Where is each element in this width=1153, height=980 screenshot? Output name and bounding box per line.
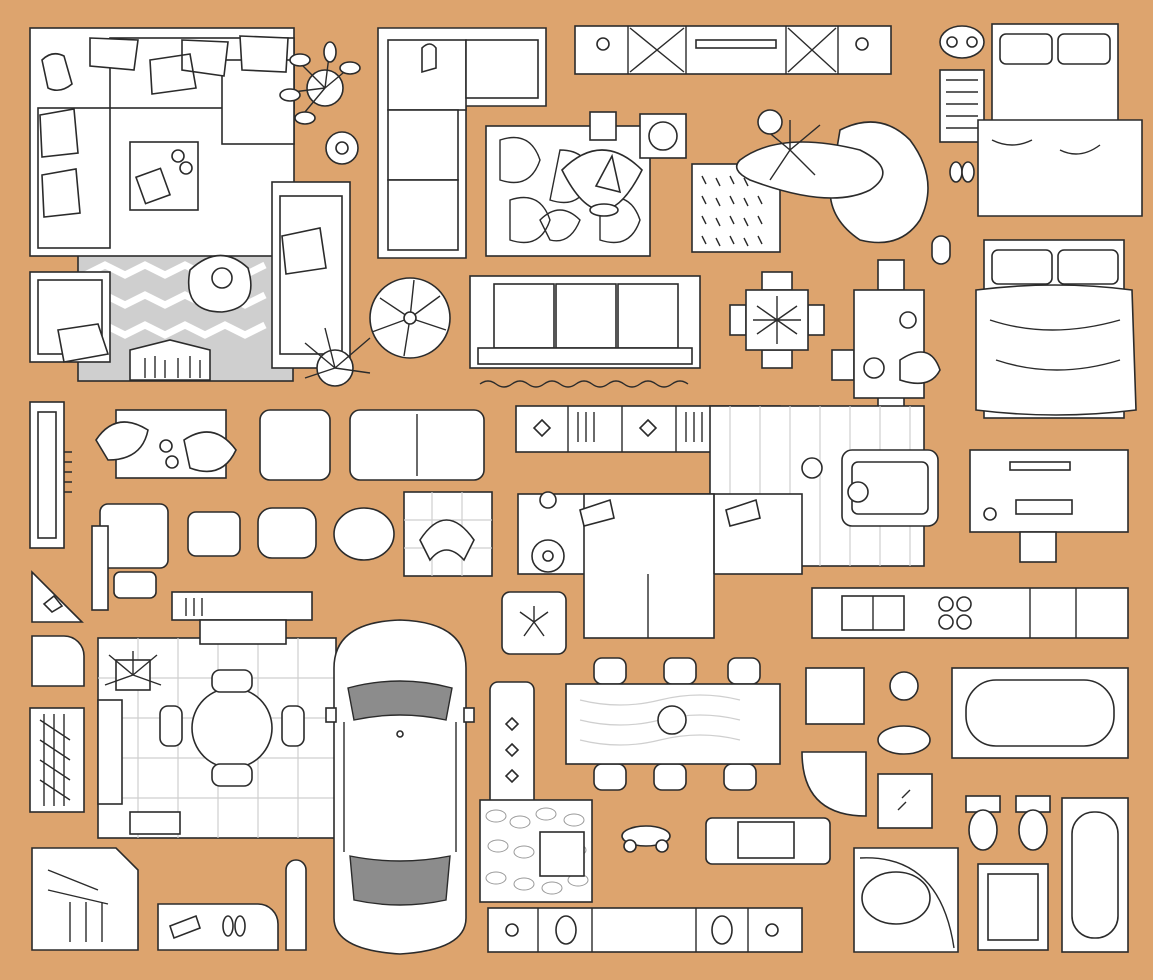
double-bed-icon xyxy=(977,23,1143,217)
round-pouf-icon xyxy=(188,254,252,313)
round-dining-table-icon xyxy=(159,669,305,787)
toilet-icon xyxy=(965,795,1051,851)
long-sofa-icon xyxy=(271,181,351,369)
quarter-table-icon xyxy=(31,635,85,687)
l-shaped-sofa-icon xyxy=(377,27,547,259)
fan-heater-icon xyxy=(639,113,687,159)
bathtub-icon xyxy=(951,667,1129,759)
long-dining-table-icon xyxy=(565,657,781,791)
corner-shelf-icon xyxy=(31,570,84,623)
car-icon xyxy=(325,619,475,955)
chair-with-ottoman-icon xyxy=(91,503,169,611)
laundry-basket-icon xyxy=(805,667,865,725)
flower-pouf-icon xyxy=(501,591,567,655)
armchair-pair-icon xyxy=(259,409,485,481)
corner-sofa-with-chaise-icon xyxy=(517,491,803,639)
coffee-table-icon xyxy=(129,141,199,211)
narrow-bench-icon xyxy=(489,681,535,817)
bathroom-vanity-icon xyxy=(705,817,831,865)
lounge-chair-icon xyxy=(561,111,643,217)
desk-icon xyxy=(969,449,1129,563)
tv-cabinet-icon xyxy=(574,25,892,75)
corner-desk-icon xyxy=(31,847,139,951)
side-chair-icon xyxy=(187,507,395,561)
shower-tray-icon xyxy=(977,863,1049,951)
corner-bathtub-icon xyxy=(853,847,959,953)
potted-plant-icon xyxy=(279,41,361,125)
umbrella-stand-icon xyxy=(285,859,307,951)
corner-sofa-icon xyxy=(29,27,295,257)
bench-icon xyxy=(97,699,181,835)
parquet-tile-icon xyxy=(403,491,493,577)
wash-basin-icon xyxy=(1061,797,1129,953)
hatched-rug-icon xyxy=(29,707,85,813)
woven-mat-icon xyxy=(939,69,985,143)
square-dining-table-icon xyxy=(729,271,825,369)
floor-lamp-icon xyxy=(801,457,869,503)
armchair-icon xyxy=(29,271,111,363)
pebble-path-icon xyxy=(479,799,593,903)
bookshelf-icon xyxy=(129,339,211,381)
alarm-clock-icon xyxy=(939,25,985,59)
hot-tub-icon xyxy=(735,109,929,244)
slippers-icon xyxy=(949,161,975,183)
computer-mouse-icon xyxy=(931,235,951,265)
small-palm-icon xyxy=(104,651,162,691)
bathroom-cabinet-icon xyxy=(487,907,803,953)
three-seat-sofa-icon xyxy=(469,275,701,388)
pendant-lamp-icon xyxy=(621,825,671,853)
robot-vacuum-icon xyxy=(325,131,359,165)
entrance-mat-icon xyxy=(157,903,279,951)
radiator-icon xyxy=(29,401,72,549)
ottoman-icon xyxy=(841,449,939,527)
washing-machine-icon xyxy=(877,773,933,829)
kitchen-counter-icon xyxy=(811,587,1129,639)
reading-nook-icon xyxy=(95,409,237,479)
single-bed-icon xyxy=(975,239,1137,419)
floor-plant-icon xyxy=(304,327,371,387)
corner-basin-icon xyxy=(801,751,867,817)
kitchen-shelf-icon xyxy=(171,591,313,645)
round-tree-icon xyxy=(369,277,451,359)
round-basin-icon xyxy=(877,671,931,755)
